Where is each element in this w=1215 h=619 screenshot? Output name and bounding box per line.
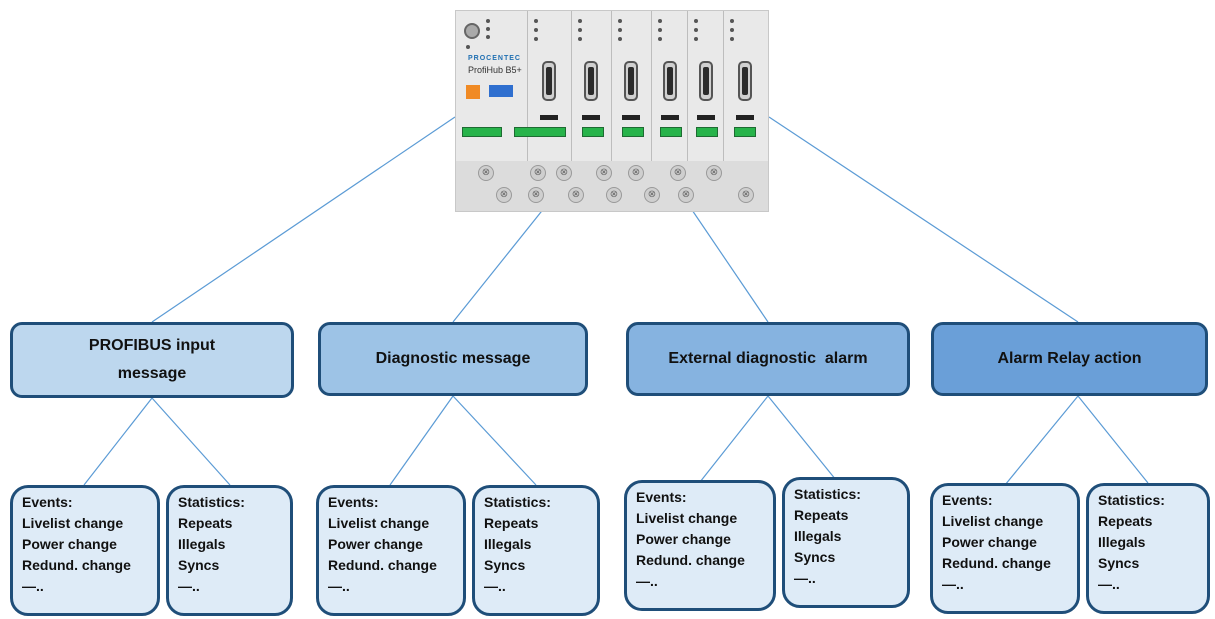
device-screw-base: ⊗ ⊗ ⊗ ⊗ ⊗ ⊗ ⊗ ⊗ ⊗ ⊗ ⊗ ⊗ ⊗ ⊗ xyxy=(456,161,768,211)
connector-branch-1-stats xyxy=(151,397,231,486)
event-item: Livelist change xyxy=(942,513,1044,529)
statistic-item: Syncs xyxy=(1098,555,1140,571)
statistics-header: Statistics: xyxy=(1098,492,1165,508)
event-item: —.. xyxy=(942,576,964,592)
connector-branch-3-events xyxy=(699,395,769,483)
profihub-device-image: PROCENTEC ProfiHub B5+ xyxy=(455,10,769,212)
device-channel-panel-1 xyxy=(572,11,612,161)
connector-device-to-branch-4 xyxy=(768,116,1079,323)
branch-2-events-box: Events: Livelist change Power change Red… xyxy=(316,485,466,616)
statistic-item: —.. xyxy=(178,578,200,594)
branch-2-statistics-box: Statistics: Repeats Illegals Syncs —.. xyxy=(472,485,600,616)
branch-3-title: External diagnostic alarm xyxy=(668,350,868,367)
device-knob-icon xyxy=(464,23,480,39)
statistic-item: —.. xyxy=(484,578,506,594)
connector-branch-4-stats xyxy=(1077,395,1149,484)
event-item: Power change xyxy=(942,534,1037,550)
statistics-header: Statistics: xyxy=(178,494,245,510)
statistic-item: Syncs xyxy=(794,549,836,565)
device-power-terminal xyxy=(462,127,502,137)
branch-4-title-box: Alarm Relay action xyxy=(931,322,1208,396)
branch-1-title-box: PROFIBUS input message xyxy=(10,322,294,398)
statistic-item: —.. xyxy=(1098,576,1120,592)
branch-4-events-box: Events: Livelist change Power change Red… xyxy=(930,483,1080,614)
device-model: ProfiHub B5+ xyxy=(468,65,522,75)
branch-1-events-box: Events: Livelist change Power change Red… xyxy=(10,485,160,616)
connector-branch-1-events xyxy=(83,397,153,486)
event-item: Redund. change xyxy=(22,557,131,573)
statistic-item: Syncs xyxy=(484,557,526,573)
events-header: Events: xyxy=(328,494,379,510)
connector-device-to-branch-2 xyxy=(452,206,546,323)
statistic-item: Illegals xyxy=(484,536,532,552)
event-item: Power change xyxy=(636,531,731,547)
connector-branch-2-stats xyxy=(452,395,537,486)
event-item: —.. xyxy=(636,573,658,589)
branch-3-title-box: External diagnostic alarm xyxy=(626,322,910,396)
event-item: Redund. change xyxy=(328,557,437,573)
event-item: —.. xyxy=(22,578,44,594)
event-item: —.. xyxy=(328,578,350,594)
statistic-item: Repeats xyxy=(794,507,849,523)
connector-branch-3-stats xyxy=(767,395,837,481)
connector-branch-4-events xyxy=(1004,395,1079,486)
device-channel-panel-main xyxy=(514,11,572,161)
device-channel-panel-5 xyxy=(724,11,768,161)
events-header: Events: xyxy=(942,492,993,508)
event-item: Livelist change xyxy=(328,515,430,531)
event-item: Redund. change xyxy=(636,552,745,568)
statistic-item: Repeats xyxy=(178,515,233,531)
connector-device-to-branch-3 xyxy=(689,206,769,323)
statistics-header: Statistics: xyxy=(794,486,861,502)
connector-device-to-branch-1 xyxy=(151,116,456,323)
event-item: Power change xyxy=(22,536,117,552)
statistic-item: Syncs xyxy=(178,557,220,573)
statistic-item: Illegals xyxy=(178,536,226,552)
event-item: Power change xyxy=(328,536,423,552)
branch-1-statistics-box: Statistics: Repeats Illegals Syncs —.. xyxy=(166,485,293,616)
event-item: Livelist change xyxy=(22,515,124,531)
device-alarm-badge-icon xyxy=(466,85,480,99)
branch-2-title-box: Diagnostic message xyxy=(318,322,588,396)
statistic-item: —.. xyxy=(794,570,816,586)
statistic-item: Repeats xyxy=(484,515,539,531)
device-main-panel: PROCENTEC ProfiHub B5+ xyxy=(456,11,528,161)
device-logo-badge-icon xyxy=(489,85,513,97)
branch-2-title: Diagnostic message xyxy=(375,350,531,367)
branch-3-events-box: Events: Livelist change Power change Red… xyxy=(624,480,776,611)
statistic-item: Illegals xyxy=(1098,534,1146,550)
events-header: Events: xyxy=(22,494,73,510)
statistic-item: Repeats xyxy=(1098,513,1153,529)
branch-1-title: PROFIBUS input message xyxy=(88,337,216,382)
device-channel-panel-2 xyxy=(612,11,652,161)
device-channel-panel-3 xyxy=(652,11,688,161)
branch-4-statistics-box: Statistics: Repeats Illegals Syncs —.. xyxy=(1086,483,1210,614)
connector-branch-2-events xyxy=(389,395,454,486)
event-item: Redund. change xyxy=(942,555,1051,571)
branch-4-title: Alarm Relay action xyxy=(997,350,1142,367)
device-channel-panel-4 xyxy=(688,11,724,161)
statistics-header: Statistics: xyxy=(484,494,551,510)
events-header: Events: xyxy=(636,489,687,505)
event-item: Livelist change xyxy=(636,510,738,526)
statistic-item: Illegals xyxy=(794,528,842,544)
device-brand: PROCENTEC xyxy=(468,55,521,62)
branch-3-statistics-box: Statistics: Repeats Illegals Syncs —.. xyxy=(782,477,910,608)
